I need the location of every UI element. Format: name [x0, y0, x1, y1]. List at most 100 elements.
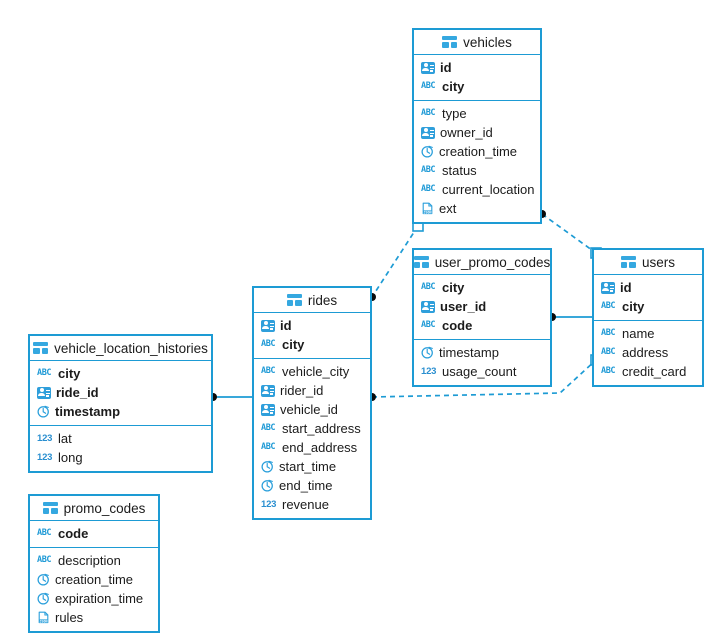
column-label: ride_id — [56, 385, 99, 400]
abc-icon: ABC — [261, 423, 276, 433]
column-label: rider_id — [280, 383, 324, 398]
column-label: code — [58, 526, 89, 541]
abc-icon: ABC — [421, 282, 436, 292]
primary-key-section: ABC code — [30, 521, 158, 548]
relationship-rel-userpromocodes-users[interactable] — [548, 313, 592, 321]
abc-icon: ABC — [421, 108, 436, 118]
table-header-vehicles[interactable]: vehicles — [414, 30, 540, 55]
key-id-icon — [261, 319, 275, 332]
table-icon — [442, 36, 458, 48]
table-icon — [620, 256, 636, 268]
abc-icon: ABC — [421, 320, 436, 330]
column-row[interactable]: expiration_time — [30, 589, 158, 608]
column-row[interactable]: owner_id — [414, 123, 540, 142]
column-row[interactable]: ABC code — [30, 524, 158, 543]
clock-icon — [261, 460, 274, 473]
relationship-rel-vlh-rides[interactable] — [209, 393, 252, 401]
table-title: vehicle_location_histories — [54, 340, 208, 356]
column-label: long — [58, 450, 83, 465]
column-row[interactable]: id — [594, 278, 702, 297]
column-row[interactable]: creation_time — [30, 570, 158, 589]
column-label: expiration_time — [55, 591, 144, 606]
column-label: user_id — [440, 299, 487, 314]
abc-icon: ABC — [601, 366, 616, 376]
column-row[interactable]: creation_time — [414, 142, 540, 161]
column-label: timestamp — [55, 404, 121, 419]
table-header-users[interactable]: users — [594, 250, 702, 275]
abc-icon: ABC — [37, 528, 52, 538]
table-icon — [42, 502, 58, 514]
column-row[interactable]: start_time — [254, 457, 370, 476]
column-label: id — [280, 318, 292, 333]
column-label: name — [622, 326, 655, 341]
table-title: vehicles — [463, 34, 512, 50]
column-label: ext — [439, 201, 457, 216]
column-row[interactable]: timestamp — [414, 343, 550, 362]
clock-icon — [261, 479, 274, 492]
table-header-vehicle_location_histories[interactable]: vehicle_location_histories — [30, 336, 211, 361]
table-header-promo_codes[interactable]: promo_codes — [30, 496, 158, 521]
key-id-icon — [421, 126, 435, 139]
abc-icon: ABC — [601, 301, 616, 311]
table-icon — [413, 256, 429, 268]
column-row[interactable]: id — [254, 316, 370, 335]
column-row[interactable]: vehicle_id — [254, 400, 370, 419]
column-row[interactable]: ABC city — [414, 278, 550, 297]
column-label: city — [58, 366, 81, 381]
column-label: owner_id — [440, 125, 493, 140]
column-row[interactable]: ride_id — [30, 383, 211, 402]
table-title: promo_codes — [63, 500, 146, 516]
column-row[interactable]: rider_id — [254, 381, 370, 400]
abc-icon: ABC — [37, 368, 52, 378]
table-header-rides[interactable]: rides — [254, 288, 370, 313]
key-id-icon — [261, 403, 275, 416]
key-id-icon — [421, 61, 435, 74]
column-label: city — [282, 337, 305, 352]
column-row[interactable]: ABC city — [30, 364, 211, 383]
clock-icon — [37, 592, 50, 605]
column-row[interactable]: timestamp — [30, 402, 211, 421]
column-row[interactable]: id — [414, 58, 540, 77]
column-label: address — [622, 345, 669, 360]
column-label: vehicle_id — [280, 402, 338, 417]
column-row[interactable]: user_id — [414, 297, 550, 316]
column-label: current_location — [442, 182, 535, 197]
table-header-user_promo_codes[interactable]: user_promo_codes — [413, 250, 550, 275]
column-row[interactable]: end_time — [254, 476, 370, 495]
column-label: city — [442, 280, 465, 295]
abc-icon: ABC — [261, 366, 276, 376]
